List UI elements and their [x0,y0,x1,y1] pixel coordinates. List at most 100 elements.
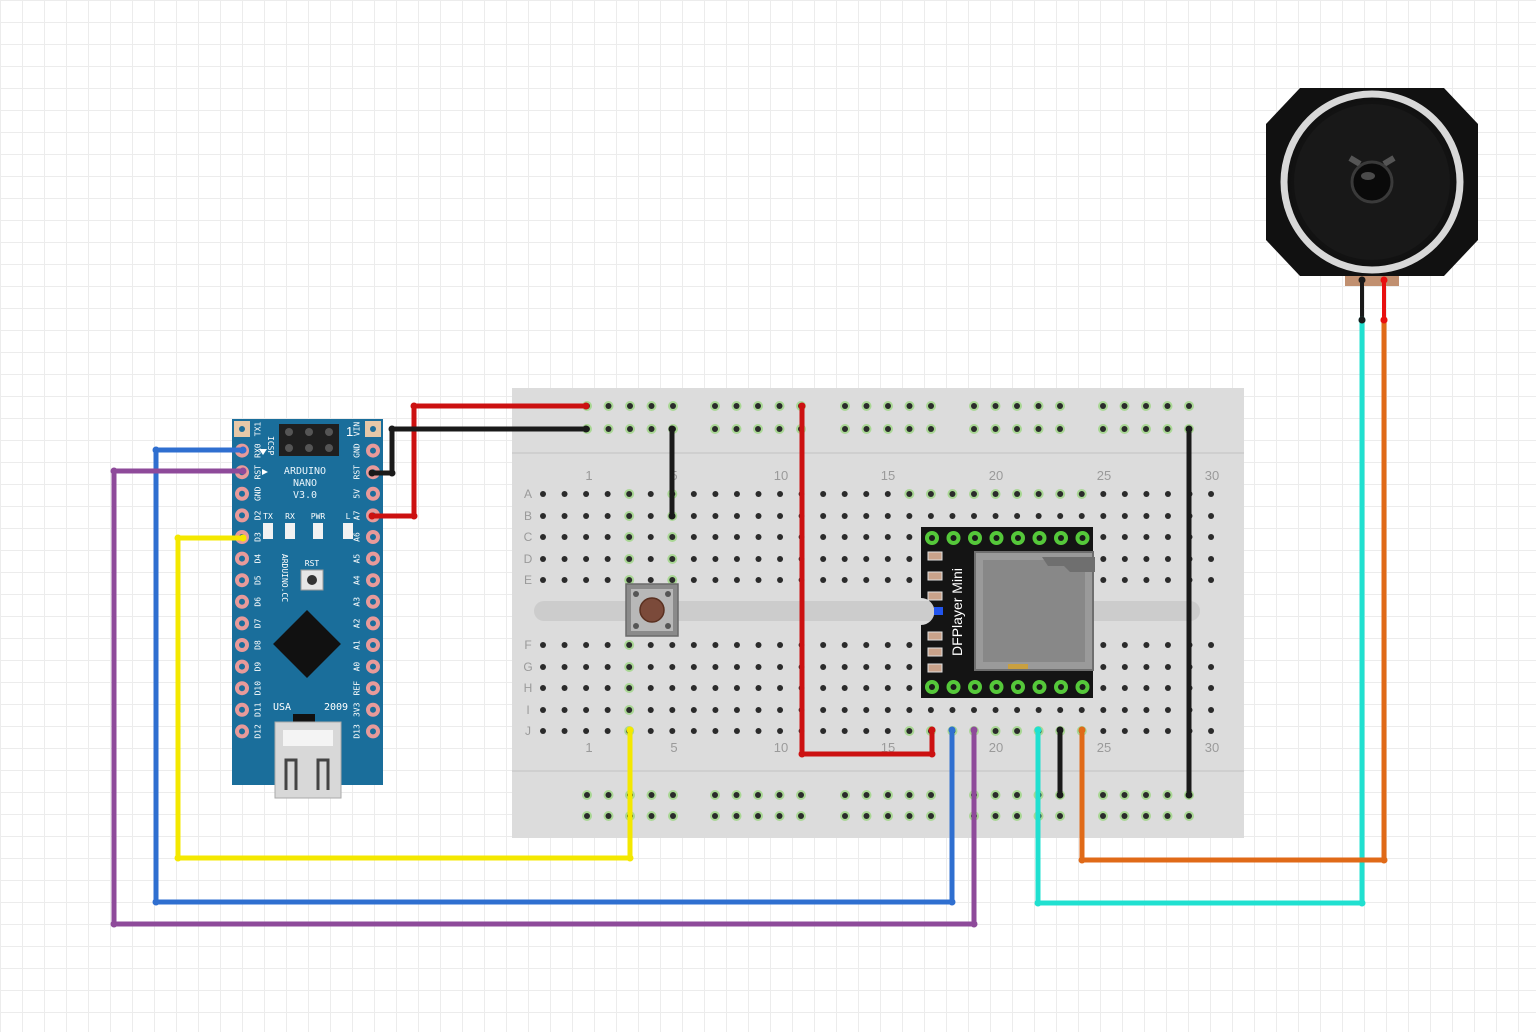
rail-hole [842,403,848,409]
hole [1208,577,1215,583]
wire-joint [798,402,806,410]
hole [626,577,633,583]
hole [863,513,870,519]
hole [583,707,590,713]
left-pin-header [234,421,250,739]
rail-hole [906,426,913,432]
hole [971,707,977,713]
hole [755,728,762,734]
hole [1143,513,1150,519]
hole [777,707,784,713]
header-pin-hole [239,555,245,562]
hole [906,728,913,734]
wire-gnd-black[interactable] [369,426,589,476]
hole [733,513,740,519]
rail-hole [670,403,676,409]
speaker-dustcap [1350,160,1394,204]
rail-hole [885,792,891,798]
rail-hole [1035,403,1042,409]
hole [1100,491,1107,497]
hole [561,664,568,670]
hole [1164,664,1171,670]
hole [777,491,784,497]
dfplayer-pin-hole [1036,535,1043,541]
wire-joint [1056,726,1064,734]
hole [906,513,913,519]
hole [1100,642,1107,648]
rail-hole [712,813,718,819]
led-label-pwr: PWR [311,512,326,521]
wire-joint [1380,856,1388,864]
hole [1208,513,1215,519]
hole [841,577,848,583]
hole [1143,707,1150,713]
hole [1100,707,1107,713]
hole [1035,491,1042,497]
hole [561,642,568,648]
wire-dfplayer-vcc[interactable] [799,403,935,757]
hole [690,707,697,713]
hole [992,491,999,497]
pin-label: A3 [353,597,362,607]
header-pin-hole [239,663,245,670]
hole [540,513,546,519]
wire-joint [582,402,590,410]
button-cap[interactable] [639,597,665,623]
hole [1208,556,1215,562]
hole [626,664,633,670]
wire-speaker-orange[interactable] [1079,317,1387,863]
header-pin-hole [239,642,245,648]
wire-joint [174,534,182,542]
row-letter: F [524,638,531,652]
pin-label: A2 [353,618,362,628]
hole [1164,513,1171,519]
hole [1143,534,1150,540]
hole [820,728,827,734]
wire-joint [948,898,956,906]
rail-hole [755,403,761,409]
wire-5v-red[interactable] [369,403,589,519]
rail-hole [1121,792,1128,798]
hole [820,685,827,691]
hole [906,685,913,691]
pin-label: RX0 [254,443,263,458]
hole [647,577,654,583]
col-num: 30 [1205,740,1219,755]
header-pin-hole [239,512,245,519]
wire-joint [1358,276,1366,284]
col-num: 15 [881,740,895,755]
hole [863,556,870,562]
rail-hole [755,792,761,798]
rail-hole [1164,792,1171,798]
header-pin-hole [239,620,245,627]
rx-led [285,523,295,539]
hole [949,513,956,519]
hole [647,513,654,519]
hole [690,728,697,734]
hole [669,707,676,713]
push-button[interactable] [625,583,679,637]
rail-hole [1121,426,1128,432]
wire-joint [110,920,118,928]
rail-hole [1143,792,1149,798]
rail-hole [670,792,676,798]
hole [1100,728,1107,734]
hole [712,513,719,519]
hole [820,642,827,648]
header-pin-hole [370,685,376,692]
hole [1121,534,1128,540]
wire-joint [174,854,182,862]
wire-speaker-cyan[interactable] [1035,317,1365,906]
row-letter: C [524,530,533,544]
hole [540,664,546,670]
hole [561,513,568,519]
hole [777,577,784,583]
hole [1100,534,1107,540]
rail-hole [1100,792,1106,798]
header-pin-hole [370,642,376,648]
wire-joint [1380,316,1388,324]
hole [690,664,697,670]
hole [669,642,676,648]
hole [1143,556,1150,562]
